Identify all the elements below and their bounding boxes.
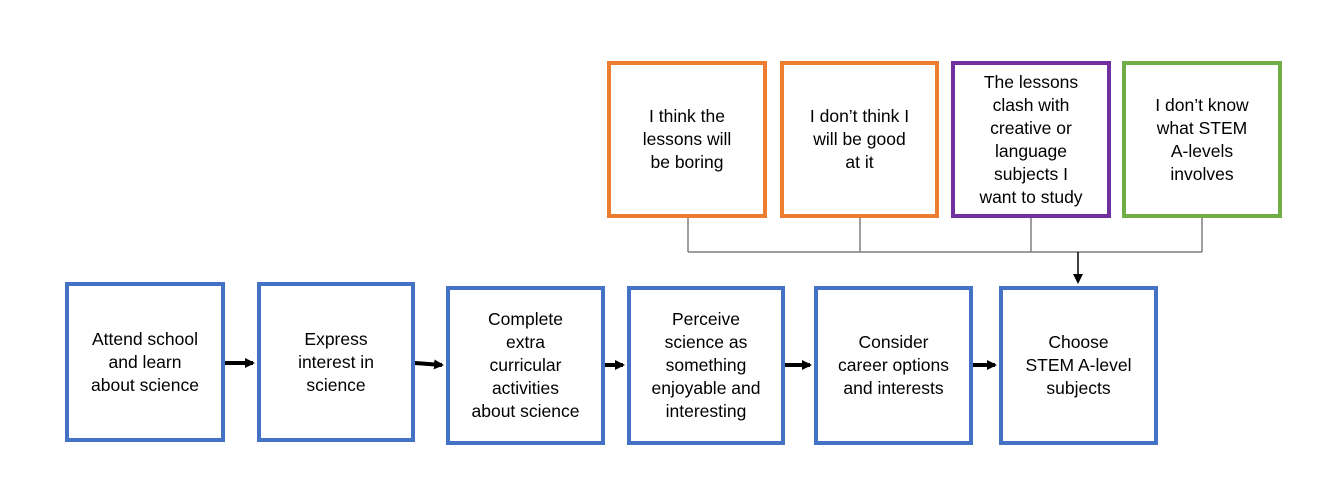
barrier-text: The lessons clash with creative or langu…: [979, 71, 1083, 207]
step-text: Consider career options and interests: [838, 332, 949, 398]
barrier-text: I don’t think I will be good at it: [809, 106, 910, 172]
step-box-extracurricular: Complete extra curricular activities abo…: [446, 286, 605, 445]
step-box-attend-school: Attend school and learn about science: [65, 282, 225, 442]
step-box-express-interest: Express interest in science: [257, 282, 415, 442]
step-box-perceive-science: Perceive science as something enjoyable …: [627, 286, 785, 445]
step-box-choose-stem: Choose STEM A-level subjects: [999, 286, 1158, 445]
step-arrow-2: [414, 359, 444, 370]
barrier-text: I think the lessons will be boring: [642, 106, 732, 172]
step-text: Attend school and learn about science: [91, 328, 199, 395]
barrier-text: I don’t know what STEM A-levels involves: [1155, 94, 1249, 184]
step-text: Choose STEM A-level subjects: [1025, 332, 1132, 398]
step-text: Perceive science as something enjoyable …: [651, 309, 761, 421]
barrier-box-unknown: I don’t know what STEM A-levels involves: [1122, 61, 1282, 218]
barrier-box-not-good: I don’t think I will be good at it: [780, 61, 939, 218]
barrier-box-clash: The lessons clash with creative or langu…: [951, 61, 1111, 218]
step-text: Complete extra curricular activities abo…: [471, 309, 580, 421]
step-box-career-options: Consider career options and interests: [814, 286, 973, 445]
step-text: Express interest in science: [298, 328, 374, 395]
barrier-box-boring: I think the lessons will be boring: [607, 61, 767, 218]
